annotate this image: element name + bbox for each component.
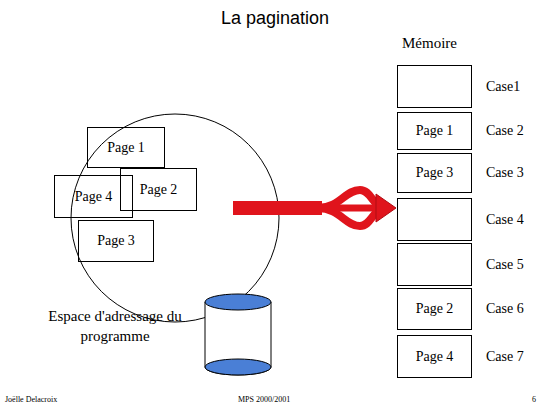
frame-label: Case1 (486, 79, 520, 95)
memory-frame: Page 2Case 6 (397, 288, 472, 330)
program-page: Page 1 (87, 127, 165, 168)
frame-label: Case 7 (486, 349, 524, 365)
disk-cylinder (205, 294, 271, 375)
memory-frame: Page 3Case 3 (397, 153, 472, 193)
frame-label: Case 3 (486, 165, 524, 181)
split-arrow (233, 190, 396, 226)
footer-course: MPS 2000/2001 (238, 395, 318, 404)
memory-frame: Case 4 (397, 198, 472, 241)
address-space-caption: Espace d'adressage du programme (40, 306, 190, 346)
page-label: Page 2 (398, 301, 471, 317)
page-label: Page 1 (398, 123, 471, 139)
memory-heading: Mémoire (402, 35, 472, 52)
page-label: Page 3 (79, 233, 153, 249)
address-space-circle (71, 114, 279, 322)
frame-label: Case 2 (486, 123, 524, 139)
footer-author: Joëlle Delacroix (5, 395, 125, 404)
program-page: Page 4 (54, 175, 133, 218)
page-label: Page 4 (398, 349, 471, 365)
page-label: Page 3 (398, 165, 471, 181)
page-label: Page 4 (55, 189, 132, 205)
page-label: Page 1 (88, 140, 164, 156)
frame-label: Case 4 (486, 212, 524, 228)
memory-frame: Page 4Case 7 (397, 335, 472, 378)
slide-title: La pagination (0, 8, 550, 29)
memory-frame: Case1 (397, 65, 472, 108)
program-page: Page 3 (78, 220, 154, 262)
frame-label: Case 6 (486, 301, 524, 317)
memory-frame: Case 5 (397, 243, 472, 286)
memory-frame: Page 1Case 2 (397, 112, 472, 150)
page-number: 6 (532, 395, 544, 404)
frame-label: Case 5 (486, 257, 524, 273)
